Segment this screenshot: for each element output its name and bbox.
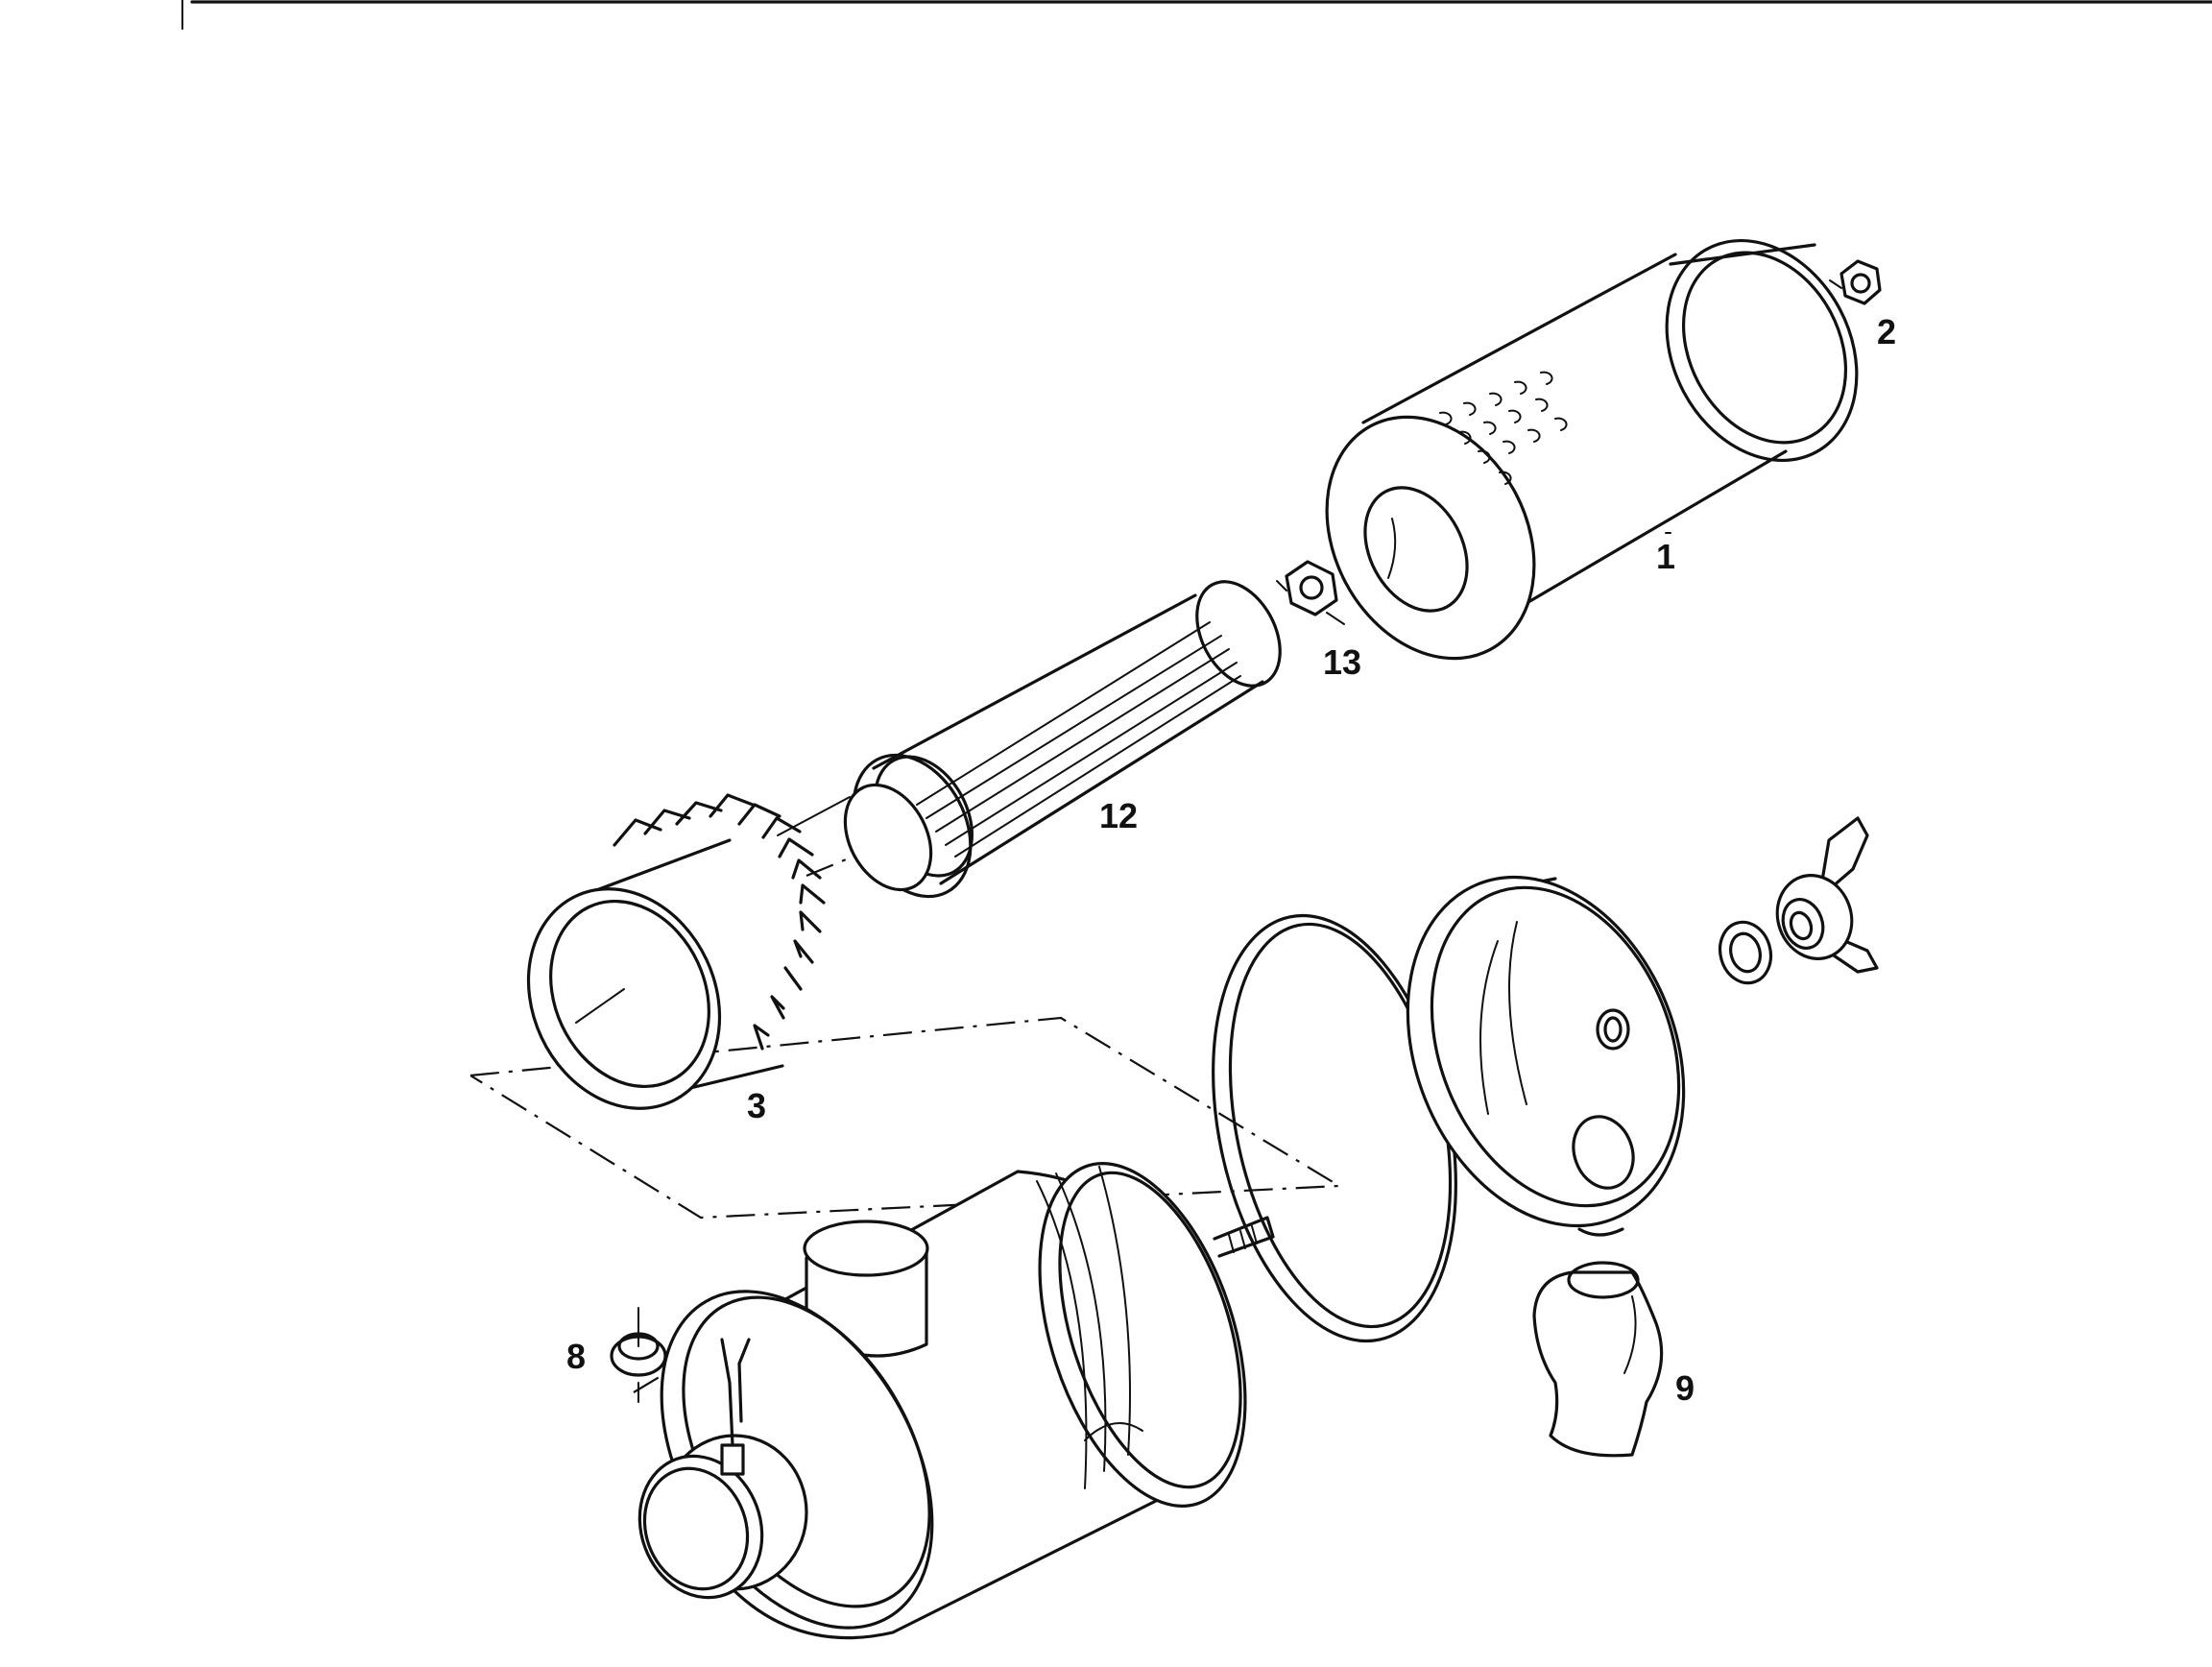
page-border [181,0,2212,30]
callout-13: 13 [1323,642,1361,682]
inner-safety-element [843,580,1282,899]
evacuator-valve [1532,1261,1664,1458]
outer-filter-element [1325,238,1859,661]
nut-top [1829,259,1882,305]
cover-dust-cup [1406,875,1686,1237]
wing-nut [1775,816,1879,974]
callout-3: 3 [747,1086,766,1125]
filter-housing [637,1162,1275,1640]
callout-8: 8 [566,1337,586,1376]
callout-12: 12 [1099,796,1138,835]
washer [1718,920,1773,985]
pre-cleaner-vane-ring [526,793,826,1110]
callout-1: 1 [1656,537,1675,576]
service-indicator [610,1307,667,1403]
leader-lines [777,532,1671,836]
vane-teeth [613,793,826,1051]
service-indicator-port [720,1338,751,1476]
filter-perforations [1439,371,1568,485]
callout-9: 9 [1675,1368,1695,1408]
nut-middle [1276,560,1338,616]
filter-pleats [916,621,1241,858]
callout-2: 2 [1877,312,1896,351]
mounting-stud [1213,1216,1275,1258]
